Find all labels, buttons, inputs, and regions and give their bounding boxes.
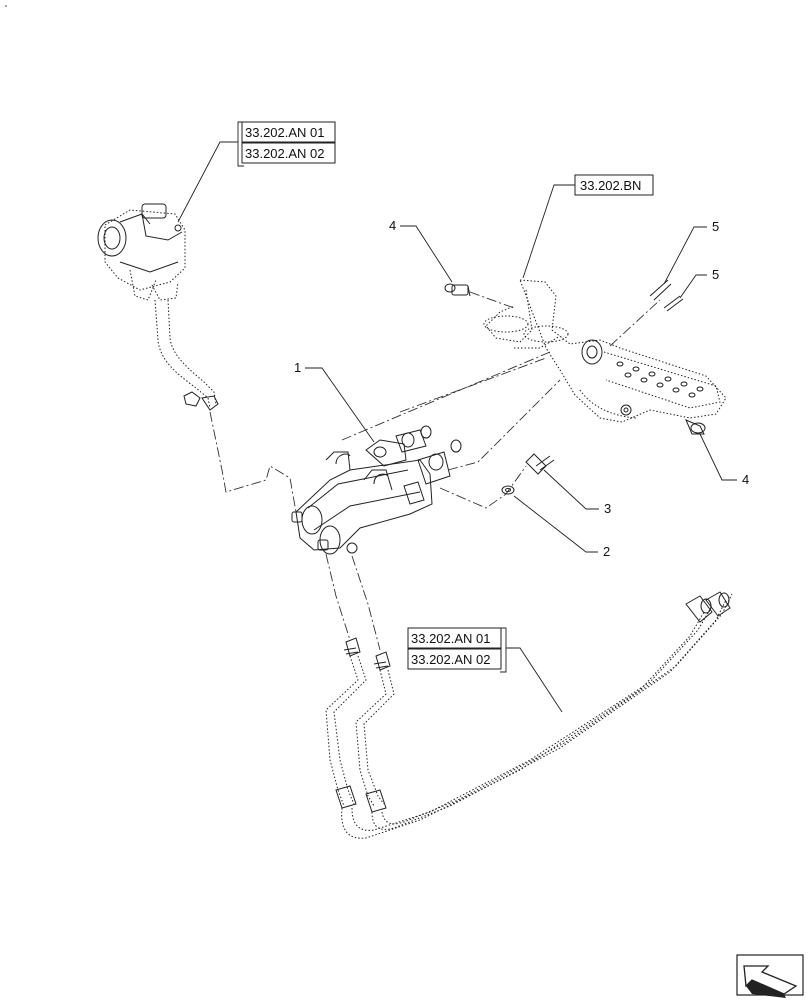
callout-5-top: 5 <box>663 219 719 285</box>
callout-5-lower-label: 5 <box>712 267 719 282</box>
phantom-cylinder-right <box>447 379 561 471</box>
leader-ref-bottom <box>506 647 563 713</box>
ref-group-bottom[interactable]: 33.202.AN 01 33.202.AN 02 <box>407 627 507 673</box>
hose-lines-icon <box>325 591 733 839</box>
callout-1: 1 <box>294 360 375 443</box>
phantom-cylinder-to-pedal-upper <box>399 357 547 413</box>
phantom-cylinder-to-fitting-left <box>325 553 351 641</box>
callout-3-label: 3 <box>604 501 611 516</box>
callout-4-top: 4 <box>389 218 453 283</box>
ref-top-left-1[interactable]: 33.202.AN 01 <box>245 125 325 140</box>
ref-bottom-2[interactable]: 33.202.AN 02 <box>411 652 491 667</box>
bolt-item-4-right <box>685 419 706 435</box>
phantom-cylinder-to-pedal-lower <box>341 351 551 441</box>
washer-item-2 <box>501 485 515 495</box>
callout-2-label: 2 <box>603 544 610 559</box>
callout-4-top-label: 4 <box>389 218 396 233</box>
bolt-item-3 <box>525 453 555 475</box>
phantom-cylinder-to-fitting-right <box>351 555 381 651</box>
master-cylinder-icon <box>291 425 462 555</box>
bolt-item-4-left <box>444 283 471 297</box>
phantom-reservoir-to-cylinder <box>209 411 297 513</box>
phantom-pins <box>609 299 661 347</box>
callout-3: 3 <box>543 469 611 516</box>
callout-5-lower: 5 <box>679 267 719 299</box>
ref-group-top-right[interactable]: 33.202.BN <box>574 174 654 196</box>
pin-item-5-upper <box>649 279 672 301</box>
ref-top-left-2[interactable]: 33.202.AN 02 <box>245 146 325 161</box>
leader-ref-top-left <box>177 141 238 223</box>
phantom-pedal-to-bolt-left <box>469 291 515 309</box>
corner-dot <box>5 5 7 7</box>
callout-1-label: 1 <box>294 360 301 375</box>
reservoir-icon <box>97 203 186 301</box>
ref-bottom-1[interactable]: 33.202.AN 01 <box>411 631 491 646</box>
callout-4-right: 4 <box>699 433 749 487</box>
callout-5-top-label: 5 <box>712 219 719 234</box>
reservoir-hose <box>154 299 219 411</box>
callout-2: 2 <box>513 495 610 559</box>
orientation-arrow-icon <box>736 954 804 998</box>
callout-4-right-label: 4 <box>742 472 749 487</box>
ref-top-right[interactable]: 33.202.BN <box>580 178 641 193</box>
pedal-assembly-icon <box>483 279 727 423</box>
phantom-cylinder-to-washer <box>439 465 527 509</box>
ref-group-top-left[interactable]: 33.202.AN 01 33.202.AN 02 <box>237 121 336 167</box>
pin-item-5-lower <box>663 295 684 312</box>
leader-ref-top-right <box>522 184 575 279</box>
